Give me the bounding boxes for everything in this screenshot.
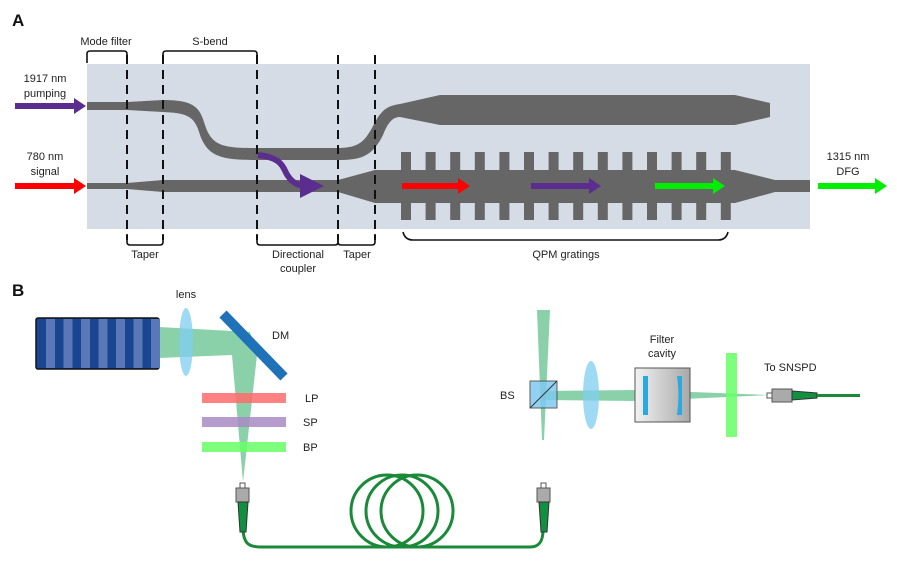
pump-label-2: pumping <box>24 88 66 100</box>
dfg-label-1: 1315 nm <box>827 151 870 163</box>
detector-fiber-connector <box>766 388 860 403</box>
grating-tooth <box>720 152 731 220</box>
fiber-coil <box>241 473 545 549</box>
source-laser <box>35 317 160 370</box>
taper1-bracket <box>126 234 164 246</box>
lens-label: lens <box>176 289 197 301</box>
beam-path-2 <box>537 310 550 440</box>
cavity-label-2: cavity <box>648 348 677 360</box>
coupler-label-1: Directional <box>272 249 324 261</box>
signal-internal-arrow <box>402 178 470 194</box>
taper2-label: Taper <box>343 249 371 261</box>
dfg-label-2: DFG <box>836 166 859 178</box>
grating-tooth <box>622 152 633 220</box>
fiber-connector-2 <box>536 482 551 533</box>
band-pass-filter <box>202 442 286 452</box>
taper1-label: Taper <box>131 249 159 261</box>
signal-label-2: signal <box>31 166 60 178</box>
coupler-bracket <box>256 234 339 246</box>
qpm-bracket <box>402 231 729 241</box>
grating-tooth <box>597 152 608 220</box>
sp-label: SP <box>303 417 318 429</box>
snspd-label: To SNSPD <box>764 362 817 374</box>
long-pass-filter <box>202 393 286 403</box>
source-stripe <box>63 319 73 368</box>
filter-cavity <box>634 367 691 423</box>
dfg-internal-arrow <box>655 178 725 194</box>
beam-splitter <box>529 380 558 409</box>
panel-a-label: A <box>12 11 24 30</box>
bs-label: BS <box>500 390 515 402</box>
pump-input-arrow <box>15 98 86 114</box>
lens-icon <box>179 308 193 376</box>
bp-label: BP <box>303 442 318 454</box>
short-pass-filter <box>202 417 286 427</box>
dfg-output-arrow <box>818 178 887 194</box>
band-pass-filter-2 <box>726 353 737 437</box>
panel-b-label: B <box>12 281 24 300</box>
lens-2-icon <box>583 361 599 429</box>
pump-internal-arrow <box>531 178 601 194</box>
beam-path-1 <box>159 327 257 482</box>
source-stripe <box>133 319 143 368</box>
grating-tooth <box>499 152 510 220</box>
mode-filter-label: Mode filter <box>80 36 132 48</box>
pump-label-1: 1917 nm <box>24 73 67 85</box>
signal-label-1: 780 nm <box>27 151 64 163</box>
source-stripe <box>81 319 90 368</box>
source-stripe <box>116 319 125 368</box>
dm-label: DM <box>272 330 289 342</box>
source-stripe <box>98 319 108 368</box>
signal-input-arrow <box>15 178 86 194</box>
dichroic-mirror <box>219 310 288 381</box>
fiber-connector-1 <box>235 482 250 533</box>
mode-filter-bracket <box>86 50 128 63</box>
grating-tooth <box>524 152 534 220</box>
taper2-bracket <box>337 234 376 246</box>
coupler-label-2: coupler <box>280 263 316 275</box>
grating-tooth <box>647 152 657 220</box>
qpm-label: QPM gratings <box>532 249 600 261</box>
s-bend-bracket <box>162 50 258 63</box>
source-stripe <box>46 319 55 368</box>
grating-tooth <box>474 152 485 220</box>
coupling-arrow <box>257 152 324 198</box>
s-bend-label: S-bend <box>192 36 227 48</box>
section-dividers <box>126 55 376 240</box>
lp-label: LP <box>305 393 318 405</box>
source-stripe <box>151 319 160 368</box>
pump-waveguide <box>87 95 770 160</box>
cavity-label-1: Filter <box>650 334 675 346</box>
